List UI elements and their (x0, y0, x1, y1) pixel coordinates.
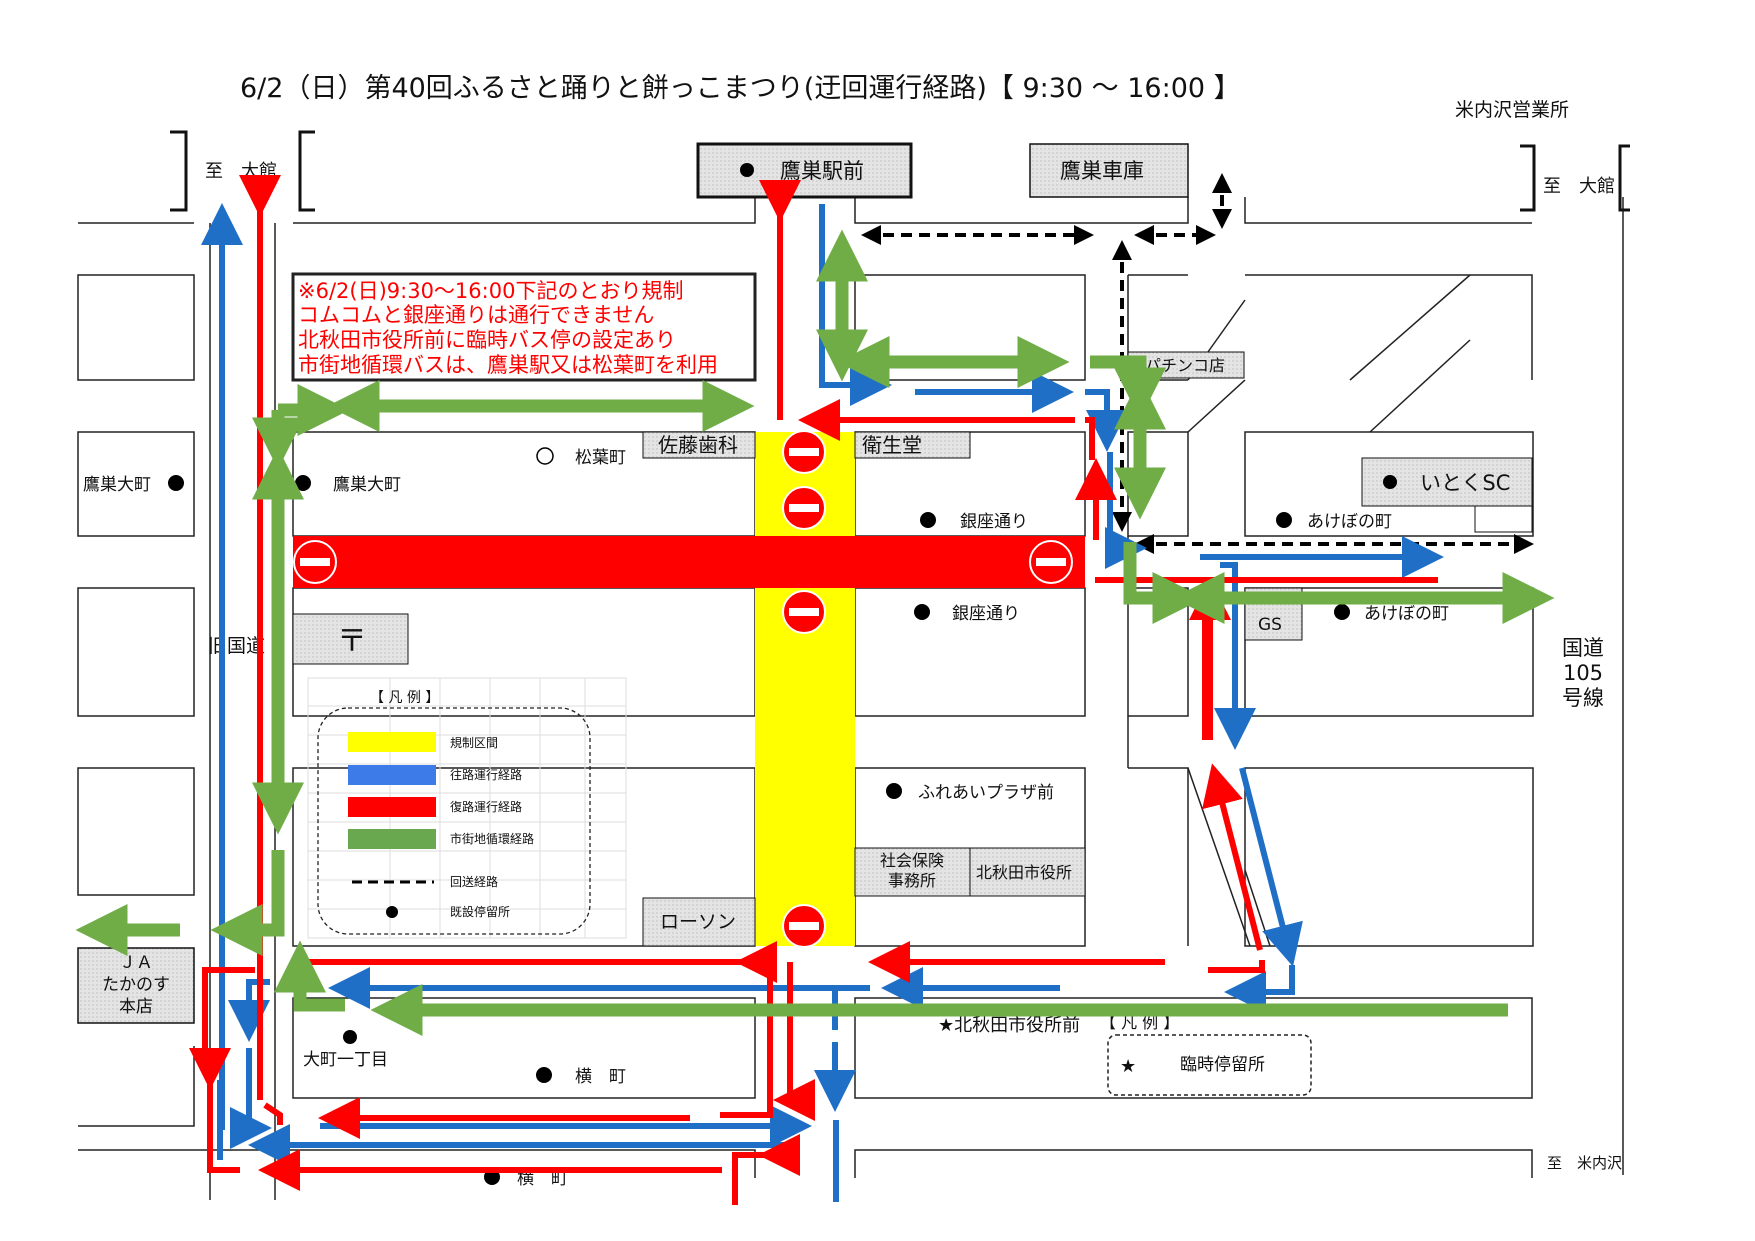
takanosu-station-label: 鷹巣駅前 (780, 159, 864, 183)
to-odate-left: 至 大館 (205, 161, 277, 182)
svg-text:※6/2(日)9:30～16:00下記のとおり規制: ※6/2(日)9:30～16:00下記のとおり規制 (298, 279, 683, 303)
legend2-item: 臨時停留所 (1180, 1055, 1265, 1075)
post-office-icon: 〒 (337, 624, 367, 659)
takanosu-depot-box (1029, 143, 1189, 198)
svg-text:鷹巣大町: 鷹巣大町 (333, 474, 401, 495)
notice-box (291, 272, 757, 382)
no-entry-icon (293, 430, 1073, 948)
takanosu-depot-label: 鷹巣車庫 (1060, 159, 1144, 183)
loop-route (75, 229, 1555, 1036)
shaho-label: 社会保険事務所 (880, 851, 944, 890)
svg-text:鷹巣大町: 鷹巣大町 (83, 474, 151, 495)
svg-text:回送経路: 回送経路 (450, 874, 498, 889)
takanosu-station-box (696, 142, 913, 199)
svg-text:大町一丁目: 大町一丁目 (303, 1050, 388, 1070)
notice-text: ※6/2(日)9:30～16:00下記のとおり規制 コムコムと銀座通りは通行でき… (298, 279, 718, 377)
svg-text:既設停留所: 既設停留所 (450, 904, 510, 919)
ja-label: ＪＡたかのす本店 (102, 953, 170, 1017)
gs-label: GS (1258, 615, 1282, 635)
to-odate-right: 至 大館 (1543, 176, 1615, 197)
outbound-route (201, 203, 1444, 1202)
old-route-label: 旧国道 (208, 635, 265, 657)
itoku-sc-label: いとくSC (1420, 471, 1510, 495)
svg-text:規制区間: 規制区間 (450, 735, 498, 750)
legend2-star-icon: ★ (1120, 1056, 1136, 1077)
office-name: 米内沢営業所 (1455, 99, 1569, 121)
svg-text:市街地循環バスは、鷹巣駅又は松葉町を利用: 市街地循環バスは、鷹巣駅又は松葉町を利用 (298, 353, 718, 377)
closed-road-ginza (293, 536, 1085, 588)
svg-text:往路運行経路: 往路運行経路 (450, 767, 522, 782)
svg-text:復路運行経路: 復路運行経路 (450, 799, 522, 814)
svg-text:銀座通り: 銀座通り (952, 604, 1020, 624)
svg-text:横 町: 横 町 (575, 1067, 626, 1087)
legend-box (317, 707, 591, 935)
lawson-label: ローソン (660, 911, 736, 933)
direction-brackets (170, 130, 1630, 212)
legend-title: 【 凡 例 】 (370, 690, 439, 706)
svg-text:あけぼの町: あけぼの町 (1307, 512, 1392, 532)
pachinko-label: パチンコ店 (1145, 356, 1225, 375)
svg-text:★北秋田市役所前: ★北秋田市役所前 (938, 1015, 1080, 1036)
svg-text:あけぼの町: あけぼの町 (1364, 604, 1449, 624)
svg-text:ふれあいプラザ前: ふれあいプラザ前 (918, 783, 1054, 803)
svg-text:松葉町: 松葉町 (575, 448, 626, 468)
legend2-box (1107, 1034, 1312, 1096)
to-yonaizawa: 至 米内沢 (1547, 1154, 1622, 1172)
map-title: 6/2（日）第40回ふるさと踊りと餅っこまつり(迂回運行経路)【 9:30 ～ … (240, 73, 1241, 104)
svg-text:コムコムと銀座通りは通行できません: コムコムと銀座通りは通行できません (298, 303, 654, 327)
legend-grid (307, 677, 627, 939)
eiseido-label: 衛生堂 (862, 433, 922, 457)
legend-items: 規制区間 往路運行経路 復路運行経路 市街地循環経路 回送経路 既設停留所 (348, 732, 534, 919)
city-hall-label: 北秋田市役所 (976, 863, 1072, 882)
svg-text:市街地循環経路: 市街地循環経路 (450, 831, 534, 846)
legend2-title: 【 凡 例 】 (1100, 1013, 1179, 1032)
svg-text:銀座通り: 銀座通り (960, 512, 1028, 532)
svg-text:横 町: 横 町 (517, 1169, 568, 1189)
svg-text:北秋田市役所前に臨時バス停の設定あり: 北秋田市役所前に臨時バス停の設定あり (298, 328, 676, 352)
sato-dental-label: 佐藤歯科 (658, 433, 738, 457)
